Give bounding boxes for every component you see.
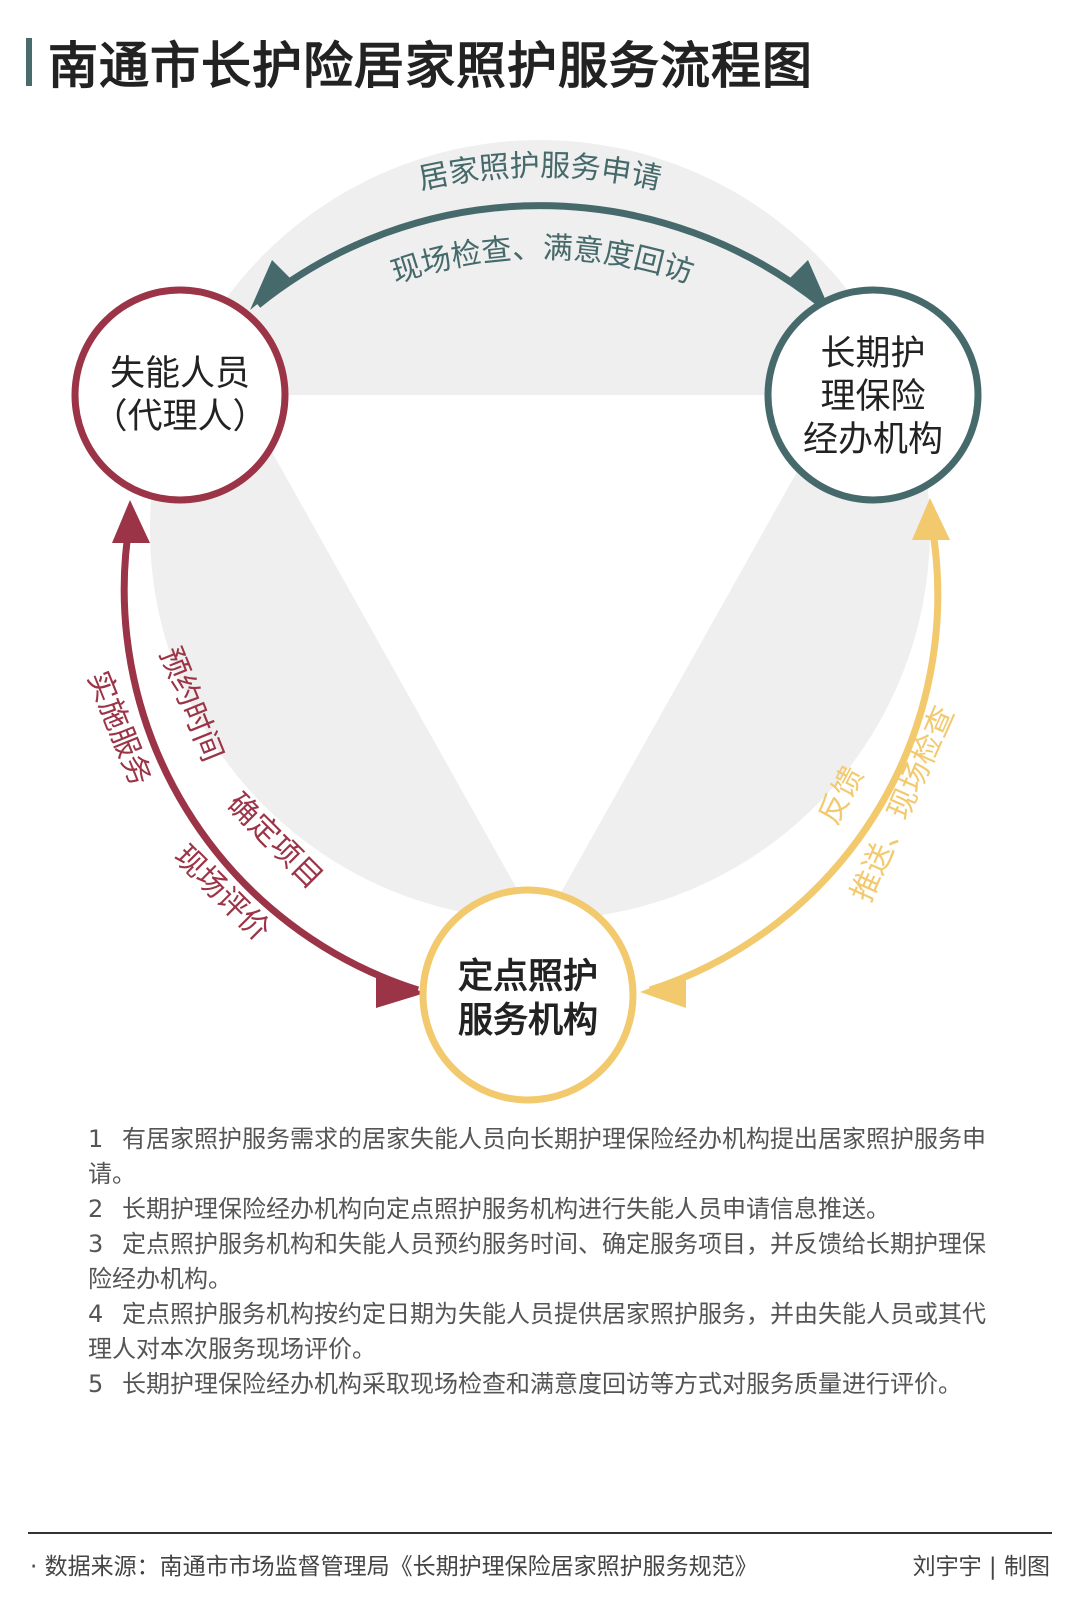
node-insurance-agency <box>764 286 982 504</box>
node-care-label-1: 定点照护 <box>458 957 598 997</box>
node-disabled-label-1: 失能人员 <box>110 354 250 394</box>
node-disabled-label-2: （代理人） <box>92 397 267 437</box>
node-insurance-label-2: 理保险 <box>820 377 925 417</box>
page-title: 南通市长护险居家照护服务流程图 <box>48 37 813 95</box>
flow-diagram: 失能人员 （代理人） 长期护 理保险 经办机构 定点照护 服务机构 居家照护服务… <box>71 140 982 1104</box>
node-insurance-label-1: 长期护 <box>820 334 925 374</box>
arc-top-teal <box>255 202 825 308</box>
footer-divider <box>28 1532 1052 1534</box>
arrowhead-right-top <box>912 498 950 540</box>
arc-right-yellow <box>648 514 942 994</box>
arc-left-red <box>120 519 420 994</box>
title-accent-bar <box>26 38 32 86</box>
data-source: · 数据来源：南通市市场监督管理局《长期护理保险居家照护服务规范》 <box>30 1554 758 1580</box>
arrowhead-left-top <box>112 500 150 543</box>
ring-background <box>149 140 930 930</box>
node-disabled-persons <box>71 286 289 504</box>
author-credit: 刘宇宇 | 制图 <box>912 1554 1050 1580</box>
node-care-label-2: 服务机构 <box>458 1001 598 1041</box>
arrowhead-bottom-right <box>640 974 686 1008</box>
arrowhead-top-right <box>790 260 830 310</box>
node-insurance-label-3: 经办机构 <box>803 420 943 460</box>
arrowhead-bottom-left <box>376 974 425 1008</box>
node-care-institution <box>419 886 637 1104</box>
arrowhead-top-left <box>250 260 290 310</box>
